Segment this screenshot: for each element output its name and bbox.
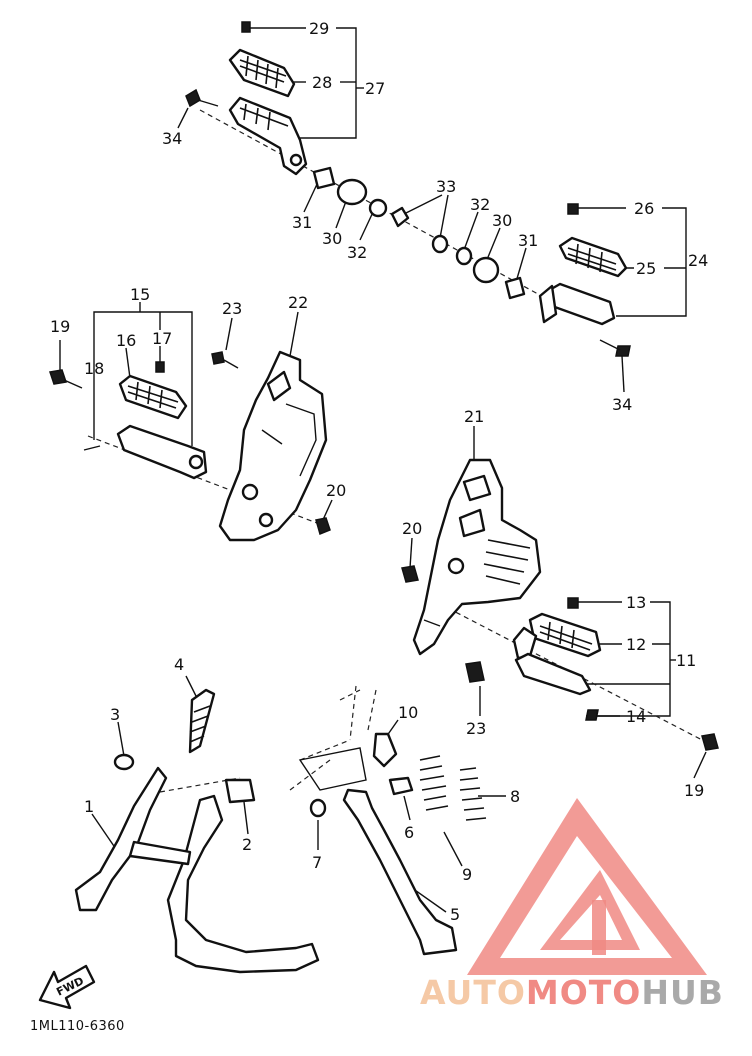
callout-7: 7 [312,853,322,872]
callout-23: 23 [222,299,242,318]
callout-9: 9 [462,865,472,884]
callout-3: 3 [110,705,120,724]
callout-30: 30 [492,211,512,230]
callout-23: 23 [466,719,486,738]
callout-29: 29 [309,19,329,38]
callout-26: 26 [634,199,654,218]
callout-32: 32 [347,243,367,262]
callout-8: 8 [510,787,520,806]
callout-14: 14 [626,707,646,726]
callout-2: 2 [242,835,252,854]
drawing-code: 1ML110-6360 [30,1019,125,1034]
callout-30: 30 [322,229,342,248]
callout-13: 13 [626,593,646,612]
watermark-moto: MOTO [525,973,642,1012]
callout-16: 16 [116,331,136,350]
callout-11: 11 [676,651,696,670]
callout-19: 19 [50,317,70,336]
callout-19: 19 [684,781,704,800]
left-footrest-bracket [218,350,331,542]
callout-31: 31 [518,231,538,250]
front-footrest-left-assembly [49,351,239,480]
rear-footrest-left-assembly [185,21,308,176]
callout-20: 20 [402,519,422,538]
side-stand [298,732,487,956]
main-stand [74,688,320,974]
callout-32: 32 [470,195,490,214]
callout-10: 10 [398,703,418,722]
watermark-hub: HUB [641,973,724,1012]
callout-28: 28 [312,73,332,92]
callout-27: 27 [365,79,385,98]
callout-18: 18 [84,359,104,378]
callout-labels: 29 28 27 34 31 30 32 33 32 30 31 26 25 2… [50,19,708,924]
rear-footrest-right-assembly [538,203,631,357]
right-footrest-bracket [401,458,542,656]
callout-17: 17 [152,329,172,348]
callout-21: 21 [464,407,484,426]
callout-34: 34 [162,129,182,148]
callout-24: 24 [688,251,708,270]
callout-5: 5 [450,905,460,924]
front-footrest-right-assembly [465,597,719,751]
fwd-arrow: FWD [38,964,96,1010]
callout-31: 31 [292,213,312,232]
watermark-text: AUTOMOTOHUB [420,973,724,1012]
watermark-auto: AUTO [420,973,526,1012]
callout-34: 34 [612,395,632,414]
leader-lines [59,27,707,913]
callout-25: 25 [636,259,656,278]
callout-22: 22 [288,293,308,312]
callout-33: 33 [436,177,456,196]
pivot-parts-left [312,166,526,300]
callout-4: 4 [174,655,184,674]
callout-12: 12 [626,635,646,654]
callout-20: 20 [326,481,346,500]
callout-6: 6 [404,823,414,842]
callout-1: 1 [84,797,94,816]
callout-15: 15 [130,285,150,304]
